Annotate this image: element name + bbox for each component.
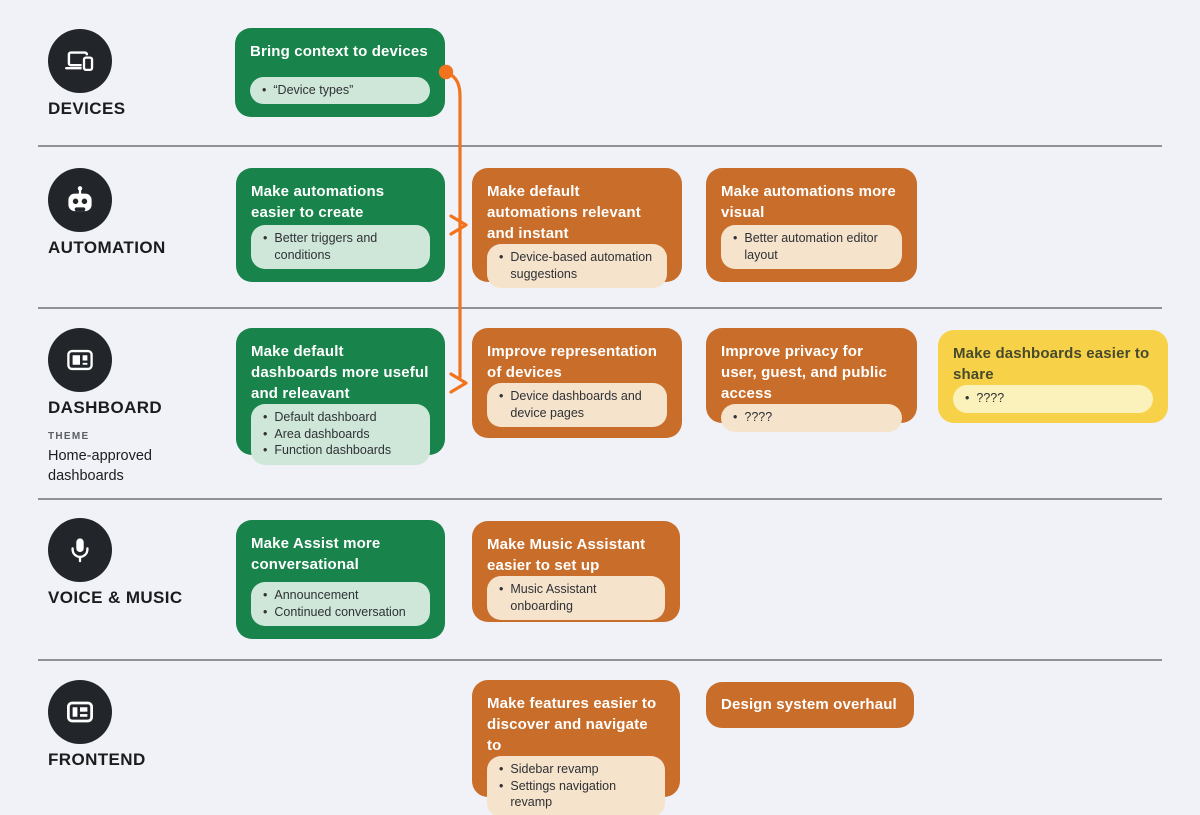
row-separator (38, 659, 1162, 661)
microphone-icon (48, 518, 112, 582)
dashboard-icon (48, 328, 112, 392)
card-pill: Music Assistant onboarding (487, 576, 665, 620)
row-head-voice-music: VOICE & MUSIC (48, 518, 183, 608)
pill-item: Default dashboard (263, 409, 418, 426)
pill-item: “Device types” (262, 82, 418, 99)
theme-label: THEME (48, 431, 90, 442)
card-title: Make dashboards easier to share (953, 345, 1150, 383)
card-title: Improve representation of devices (487, 343, 658, 381)
card-pill: “Device types” (250, 76, 430, 104)
card-automations-more-visual: Make automations more visual Better auto… (706, 168, 917, 282)
card-features-easier-discover: Make features easier to discover and nav… (472, 680, 680, 815)
card-dashboards-easier-share: Make dashboards easier to share ???? (938, 330, 1168, 423)
row-label-frontend: FRONTEND (48, 750, 146, 769)
pill-item: Music Assistant onboarding (499, 581, 653, 614)
card-pill: Better triggers and conditions (251, 225, 430, 269)
robot-icon (48, 168, 112, 232)
card-title: Make default dashboards more useful and … (251, 343, 429, 402)
frontend-icon (48, 680, 112, 744)
pill-item: Function dashboards (263, 442, 418, 459)
card-bring-context-to-devices: Bring context to devices “Device types” (235, 28, 445, 117)
card-automations-easier-create: Make automations easier to create Better… (236, 168, 445, 282)
card-pill: Default dashboard Area dashboards Functi… (251, 404, 430, 465)
row-label-voice-music: VOICE & MUSIC (48, 588, 183, 607)
card-pill: Sidebar revamp Settings navigation revam… (487, 756, 665, 815)
card-default-dashboards-useful: Make default dashboards more useful and … (236, 328, 445, 465)
card-title: Make Assist more conversational (251, 535, 381, 573)
row-label-devices: DEVICES (48, 99, 126, 118)
card-improve-privacy: Improve privacy for user, guest, and pub… (706, 328, 917, 432)
row-head-frontend: FRONTEND (48, 680, 146, 770)
pill-item: ???? (965, 390, 1141, 407)
row-separator (38, 498, 1162, 500)
card-improve-representation-devices: Improve representation of devices Device… (472, 328, 682, 438)
pill-item: Area dashboards (263, 426, 418, 443)
card-pill: Announcement Continued conversation (251, 582, 430, 626)
card-pill: ???? (721, 404, 902, 432)
connector-mid-arrowhead (449, 214, 468, 236)
pill-item: Device-based automation suggestions (499, 249, 655, 282)
card-title: Make automations easier to create (251, 183, 385, 221)
card-assist-conversational: Make Assist more conversational Announce… (236, 520, 445, 639)
pill-item: Device dashboards and device pages (499, 388, 655, 421)
row-label-automation: AUTOMATION (48, 238, 166, 257)
card-title: Make automations more visual (721, 183, 896, 221)
theme-name: Home-approved dashboards (48, 448, 152, 484)
card-title: Design system overhaul (721, 696, 897, 713)
card-title: Make features easier to discover and nav… (487, 695, 657, 754)
pill-item: ???? (733, 409, 890, 426)
connector-end-arrowhead (449, 372, 468, 394)
row-label-dashboard: DASHBOARD (48, 398, 163, 417)
card-design-system-overhaul: Design system overhaul (706, 682, 914, 728)
card-title: Improve privacy for user, guest, and pub… (721, 343, 887, 402)
row-separator (38, 145, 1162, 147)
devices-icon (48, 29, 112, 93)
card-title: Bring context to devices (250, 43, 428, 60)
row-head-devices: DEVICES (48, 29, 125, 119)
pill-item: Announcement (263, 587, 418, 604)
pill-item: Better triggers and conditions (263, 230, 418, 263)
card-pill: ???? (953, 385, 1153, 413)
pill-item: Better automation editor layout (733, 230, 890, 263)
card-pill: Device dashboards and device pages (487, 383, 667, 427)
pill-item: Continued conversation (263, 604, 418, 621)
card-pill: Better automation editor layout (721, 225, 902, 269)
row-head-automation: AUTOMATION (48, 168, 166, 258)
card-default-automations-relevant: Make default automations relevant and in… (472, 168, 682, 288)
pill-item: Settings navigation revamp (499, 778, 653, 811)
pill-item: Sidebar revamp (499, 761, 653, 778)
row-separator (38, 307, 1162, 309)
card-title: Make Music Assistant easier to set up (487, 536, 646, 574)
card-title: Make default automations relevant and in… (487, 183, 641, 242)
card-music-assistant-setup: Make Music Assistant easier to set up Mu… (472, 521, 680, 622)
row-head-dashboard: DASHBOARD THEME Home-approved dashboards (48, 328, 198, 486)
card-pill: Device-based automation suggestions (487, 244, 667, 288)
